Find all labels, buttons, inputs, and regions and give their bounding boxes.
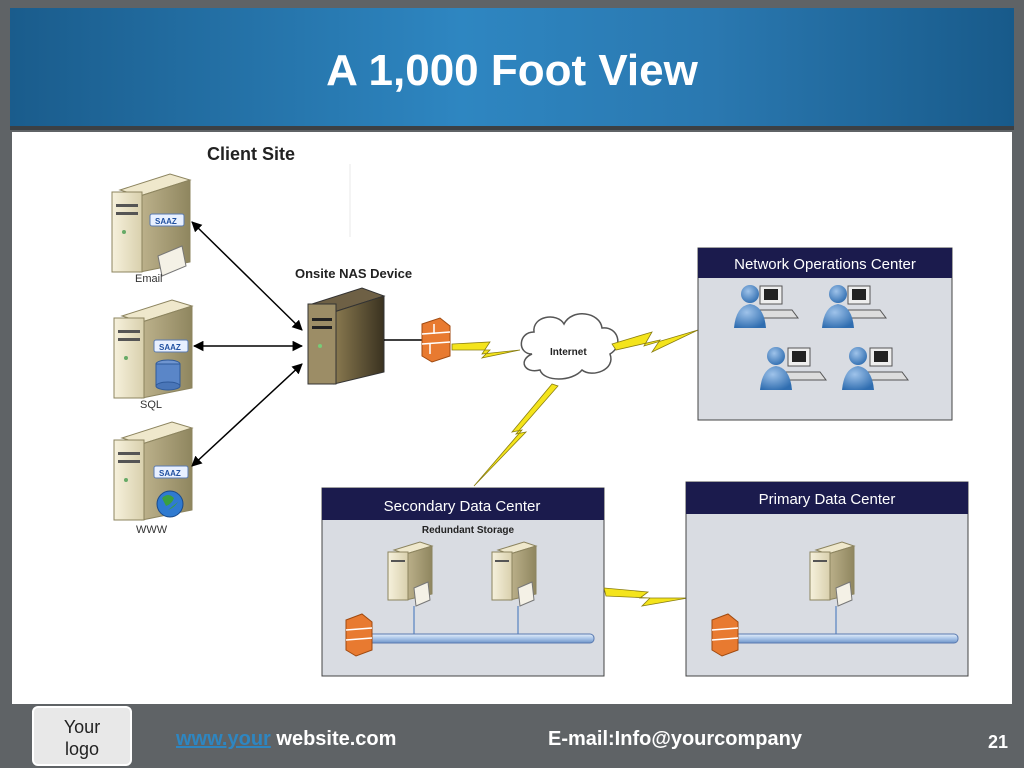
firewall-icon: [421, 317, 451, 363]
client-site-label: Client Site: [207, 144, 295, 164]
operator-workstation-icon: [822, 285, 887, 328]
slide-header: A 1,000 Foot View: [10, 8, 1014, 130]
email-server-icon: SAAZ: [111, 173, 192, 277]
lightning-icon: [611, 329, 699, 353]
primary-title: Primary Data Center: [759, 491, 896, 508]
operator-workstation-icon: [842, 347, 909, 390]
primary-server-icon: [809, 541, 856, 607]
email-text: E-mail:Info@yourcompany: [548, 728, 802, 750]
website-domain: website.com: [270, 728, 397, 750]
storage-server-icon: [387, 541, 434, 607]
diagram-canvas: Client Site SAAZ Email SAAZ SQL: [12, 132, 1012, 704]
noc-panel: Network Operations Center: [697, 247, 953, 421]
sql-server-icon: SAAZ: [113, 299, 194, 399]
storage-server-icon: [491, 541, 538, 607]
secondary-data-center-panel: Secondary Data Center Redundant Storage: [321, 487, 605, 677]
sql-server-label: SQL: [140, 399, 162, 411]
noc-title: Network Operations Center: [734, 256, 916, 273]
secondary-title: Secondary Data Center: [384, 498, 541, 515]
website-link[interactable]: www.your: [176, 728, 271, 750]
firewall-icon: [345, 613, 373, 657]
email-server-label: Email: [135, 273, 163, 285]
operator-workstation-icon: [760, 347, 827, 390]
redundant-storage-label: Redundant Storage: [422, 525, 515, 536]
lightning-icon: [603, 587, 689, 607]
slide-footer: [0, 706, 1024, 768]
network-bus: [367, 633, 595, 644]
sql-badge-text: SAAZ: [159, 343, 181, 352]
email-nas-arrow: [191, 221, 303, 331]
www-server-label: WWW: [136, 524, 168, 536]
nas-label: Onsite NAS Device: [295, 266, 412, 281]
website-text: www.your website.com: [176, 728, 396, 751]
lightning-icon: [451, 341, 521, 359]
internet-label: Internet: [550, 347, 587, 358]
network-bus: [733, 633, 959, 644]
page-number: 21: [988, 732, 1009, 752]
logo-placeholder: Your logo: [32, 706, 132, 766]
nas-device-icon: [307, 287, 386, 385]
logo-line-2: logo: [64, 739, 100, 759]
www-nas-arrow: [191, 363, 303, 467]
primary-data-center-panel: Primary Data Center: [685, 481, 969, 677]
lightning-icon: [473, 383, 559, 487]
slide-title: A 1,000 Foot View: [326, 46, 698, 95]
network-diagram: Client Site SAAZ Email SAAZ SQL: [111, 144, 969, 677]
logo-line-1: Your: [63, 717, 101, 737]
email-badge-text: SAAZ: [155, 217, 177, 226]
www-badge-text: SAAZ: [159, 469, 181, 478]
www-server-icon: SAAZ: [113, 421, 194, 521]
operator-workstation-icon: [734, 285, 799, 328]
firewall-icon: [711, 613, 739, 657]
internet-cloud-icon: [520, 313, 619, 380]
